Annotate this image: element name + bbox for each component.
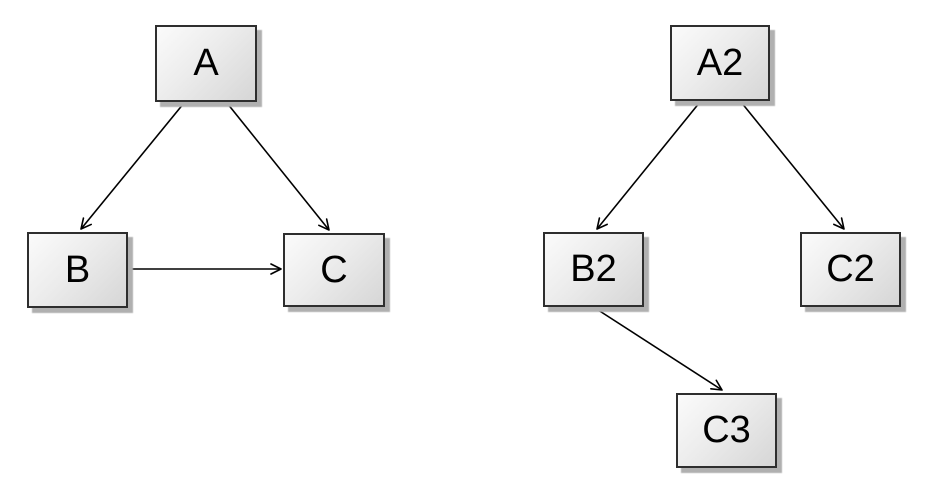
node-C3[interactable]: C3 bbox=[676, 393, 777, 468]
node-label: A2 bbox=[696, 41, 744, 84]
node-label: C2 bbox=[826, 248, 875, 290]
edge-B2-to-C3[interactable] bbox=[594, 307, 723, 391]
edge-A2-to-C2[interactable] bbox=[740, 101, 845, 230]
node-A2[interactable]: A2 bbox=[670, 25, 770, 101]
node-C[interactable]: C bbox=[283, 233, 385, 307]
node-label: A bbox=[193, 42, 219, 84]
node-label: B2 bbox=[570, 248, 617, 290]
edge-A2-to-B2[interactable] bbox=[596, 101, 701, 230]
node-label: C bbox=[320, 248, 348, 291]
node-label: C3 bbox=[702, 409, 751, 451]
edge-A-to-C[interactable] bbox=[226, 102, 330, 231]
node-A[interactable]: A bbox=[155, 25, 257, 102]
edge-A-to-B[interactable] bbox=[80, 102, 185, 230]
node-B[interactable]: B bbox=[27, 232, 128, 308]
node-C2[interactable]: C2 bbox=[800, 232, 901, 307]
node-B2[interactable]: B2 bbox=[543, 232, 644, 307]
node-label: B bbox=[64, 248, 91, 291]
